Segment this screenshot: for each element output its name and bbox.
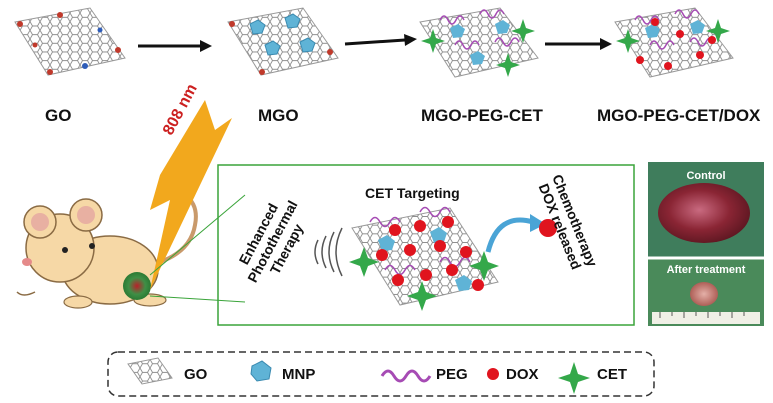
mgo-peg-cet-sheet-icon bbox=[419, 7, 539, 78]
after-treatment-caption: After treatment bbox=[666, 264, 746, 276]
arrow-icon bbox=[138, 40, 212, 52]
laser-bolt-icon bbox=[150, 100, 232, 290]
tumor-spot bbox=[123, 272, 151, 300]
zoom-line bbox=[149, 194, 246, 276]
heat-wave-icon bbox=[314, 227, 343, 277]
stage-label-mgo: MGO bbox=[258, 106, 299, 125]
stage-label-go: GO bbox=[45, 106, 72, 125]
legend-dox-icon bbox=[487, 368, 499, 380]
stage-label-mgo-peg-cet: MGO-PEG-CET bbox=[421, 106, 543, 125]
legend-mnp-icon bbox=[250, 360, 272, 382]
arrow-icon bbox=[545, 38, 612, 50]
control-caption: Control bbox=[686, 170, 726, 182]
go-sheet-icon bbox=[14, 7, 126, 76]
zoom-line bbox=[149, 295, 246, 303]
after-treatment-photo bbox=[648, 258, 764, 326]
dox-released-dot bbox=[539, 219, 557, 237]
mgo-sheet-icon bbox=[227, 7, 339, 76]
arrow-icon bbox=[344, 34, 417, 46]
legend-label-cet: CET bbox=[597, 366, 627, 383]
release-arrow-icon bbox=[485, 214, 546, 253]
targeting-sheet-icon bbox=[349, 206, 499, 311]
legend-peg-icon bbox=[380, 369, 432, 383]
legend-label-dox: DOX bbox=[506, 366, 539, 383]
stage-label-mgo-peg-cet-dox: MGO-PEG-CET/DOX bbox=[597, 106, 761, 125]
cet-targeting-label: CET Targeting bbox=[365, 185, 460, 201]
mgo-peg-cet-dox-sheet-icon bbox=[614, 7, 734, 78]
legend-label-mnp: MNP bbox=[282, 366, 316, 383]
legend-label-go: GO bbox=[184, 366, 208, 383]
legend-cet-icon bbox=[558, 362, 590, 394]
therapy-box bbox=[217, 164, 635, 326]
legend-box bbox=[107, 351, 655, 397]
legend-label-peg: PEG bbox=[436, 366, 468, 383]
legend-go-icon bbox=[127, 357, 173, 385]
